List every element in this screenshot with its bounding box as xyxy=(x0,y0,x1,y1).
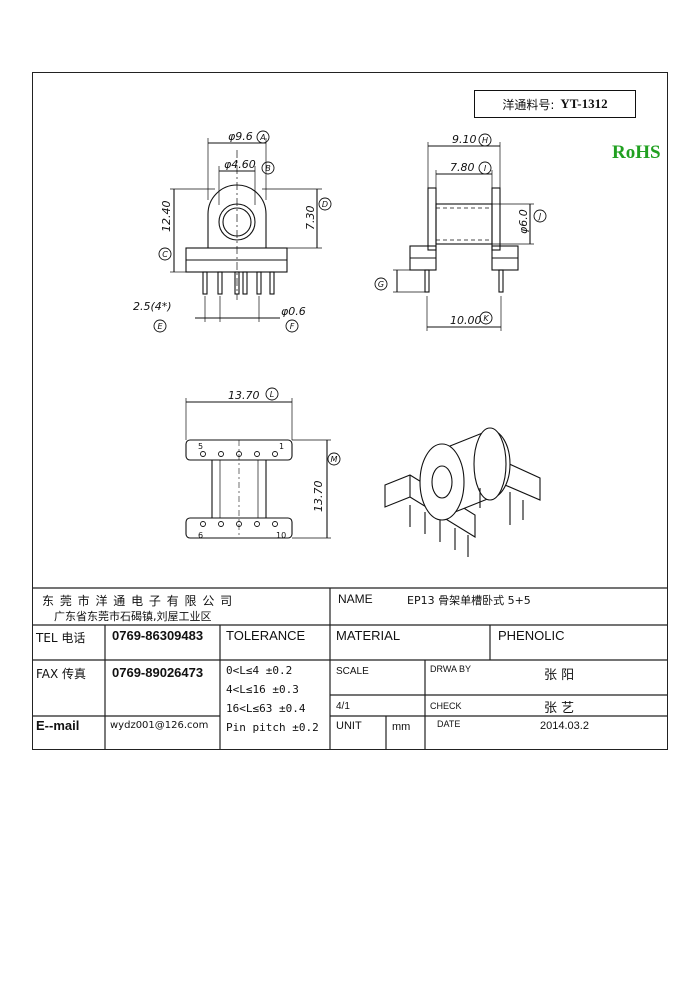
dim-A-value: φ9.6 xyxy=(228,130,253,143)
name-label: NAME xyxy=(338,592,373,606)
front-dim-tags: A B C D E F xyxy=(153,130,332,333)
dim-K-value: 10.00 xyxy=(450,314,482,327)
rohs-mark: RoHS xyxy=(612,142,661,163)
pin-1-label: 1 xyxy=(279,442,284,451)
side-right-pin xyxy=(498,269,504,293)
tag-M: M xyxy=(331,455,338,464)
company-name: 东 莞 市 洋 通 电 子 有 限 公 司 xyxy=(42,594,234,608)
tel-label: TEL 电话 xyxy=(36,631,86,645)
dim-E-value: 2.5(4*) xyxy=(133,300,172,313)
tel-value: 0769-86309483 xyxy=(112,628,204,643)
dim-M-value: 13.70 xyxy=(312,481,325,513)
dim-C-value: 12.40 xyxy=(160,201,173,233)
front-view xyxy=(170,138,322,322)
tolerance-label: TOLERANCE xyxy=(226,628,306,643)
dim-F-value: φ0.6 xyxy=(281,305,306,318)
tag-A: A xyxy=(259,133,265,142)
unit-value: mm xyxy=(392,721,411,733)
pin-6-label: 6 xyxy=(198,531,203,540)
tag-J: J xyxy=(537,212,542,221)
scale-label: SCALE xyxy=(336,666,369,677)
tag-G: G xyxy=(378,280,384,289)
part-number-box: 洋通料号: YT-1312 xyxy=(474,90,636,118)
tolerance-range-3: 16<L≤63 ±0.4 xyxy=(226,702,306,715)
dim-B-value: φ4.60 xyxy=(224,158,256,171)
bottom-labels: 13.70 13.70 5 1 6 10 xyxy=(198,389,325,540)
email-label: E--mail xyxy=(36,718,80,733)
pin-10-label: 10 xyxy=(276,531,286,540)
front-pins xyxy=(202,271,275,295)
bottom-pin-holes xyxy=(200,451,278,527)
date-value: 2014.03.2 xyxy=(540,720,589,732)
side-left-flange xyxy=(427,187,437,251)
iso-pins xyxy=(409,488,524,557)
dim-H-value: 9.10 xyxy=(452,133,477,146)
iso-flange-rear xyxy=(473,427,507,501)
name-value: EP13 骨架单槽卧式 5+5 xyxy=(407,594,531,607)
check-value: 张 艺 xyxy=(544,701,575,716)
check-label: CHECK xyxy=(430,701,462,711)
drawn-by-label: DRWA BY xyxy=(430,664,472,674)
tag-D: D xyxy=(322,200,328,209)
part-number-value: YT-1312 xyxy=(560,96,608,111)
material-value: PHENOLIC xyxy=(498,628,565,643)
dim-I-value: 7.80 xyxy=(450,161,475,174)
tag-C: C xyxy=(162,250,168,259)
title-block: 东 莞 市 洋 通 电 子 有 限 公 司 广东省东莞市石碣镇,刘屋工业区 NA… xyxy=(32,588,668,750)
drawn-by-value: 张 阳 xyxy=(544,668,575,683)
isometric-view xyxy=(384,427,541,557)
tolerance-range-1: 0<L≤4 ±0.2 xyxy=(226,664,293,677)
email-value: wydz001@126.com xyxy=(110,720,209,731)
front-dim-labels: φ9.6 φ4.60 12.40 7.30 2.5(4*) φ0.6 xyxy=(133,130,317,318)
pin-5-label: 5 xyxy=(198,442,203,451)
side-dim-labels: 9.10 7.80 φ6.0 10.00 xyxy=(450,133,530,327)
part-number-label: 洋通料号: xyxy=(502,97,555,112)
tag-K: K xyxy=(483,314,489,323)
title-block-grid xyxy=(32,587,668,750)
bottom-view xyxy=(185,398,331,539)
tag-H: H xyxy=(482,136,488,145)
material-label: MATERIAL xyxy=(336,628,401,643)
side-dim-tags: H I J G K xyxy=(374,133,547,325)
dim-D-value: 7.30 xyxy=(304,206,317,231)
tag-E: E xyxy=(157,322,163,331)
fax-value: 0769-89026473 xyxy=(112,665,204,680)
drawing-frame xyxy=(32,72,668,750)
dim-L-value: 13.70 xyxy=(228,389,260,402)
tolerance-pin-pitch: Pin pitch ±0.2 xyxy=(226,721,319,734)
tag-B: B xyxy=(265,164,271,173)
fax-label: FAX 传真 xyxy=(36,667,87,681)
tolerance-range-2: 4<L≤16 ±0.3 xyxy=(226,683,299,696)
iso-core-hole xyxy=(431,465,453,499)
tag-F: F xyxy=(290,322,295,331)
date-label: DATE xyxy=(437,719,461,729)
scale-value: 4/1 xyxy=(336,701,350,712)
dim-J-value: φ6.0 xyxy=(517,209,530,234)
side-left-pin xyxy=(424,269,430,293)
bottom-bottom-rail xyxy=(185,517,293,539)
unit-label: UNIT xyxy=(336,720,362,732)
tag-L: L xyxy=(270,390,274,399)
company-address: 广东省东莞市石碣镇,刘屋工业区 xyxy=(54,610,212,623)
tag-I: I xyxy=(484,164,487,173)
bottom-dim-tags: L M xyxy=(265,387,341,466)
side-right-flange xyxy=(491,187,501,251)
side-bobbin xyxy=(435,203,493,245)
